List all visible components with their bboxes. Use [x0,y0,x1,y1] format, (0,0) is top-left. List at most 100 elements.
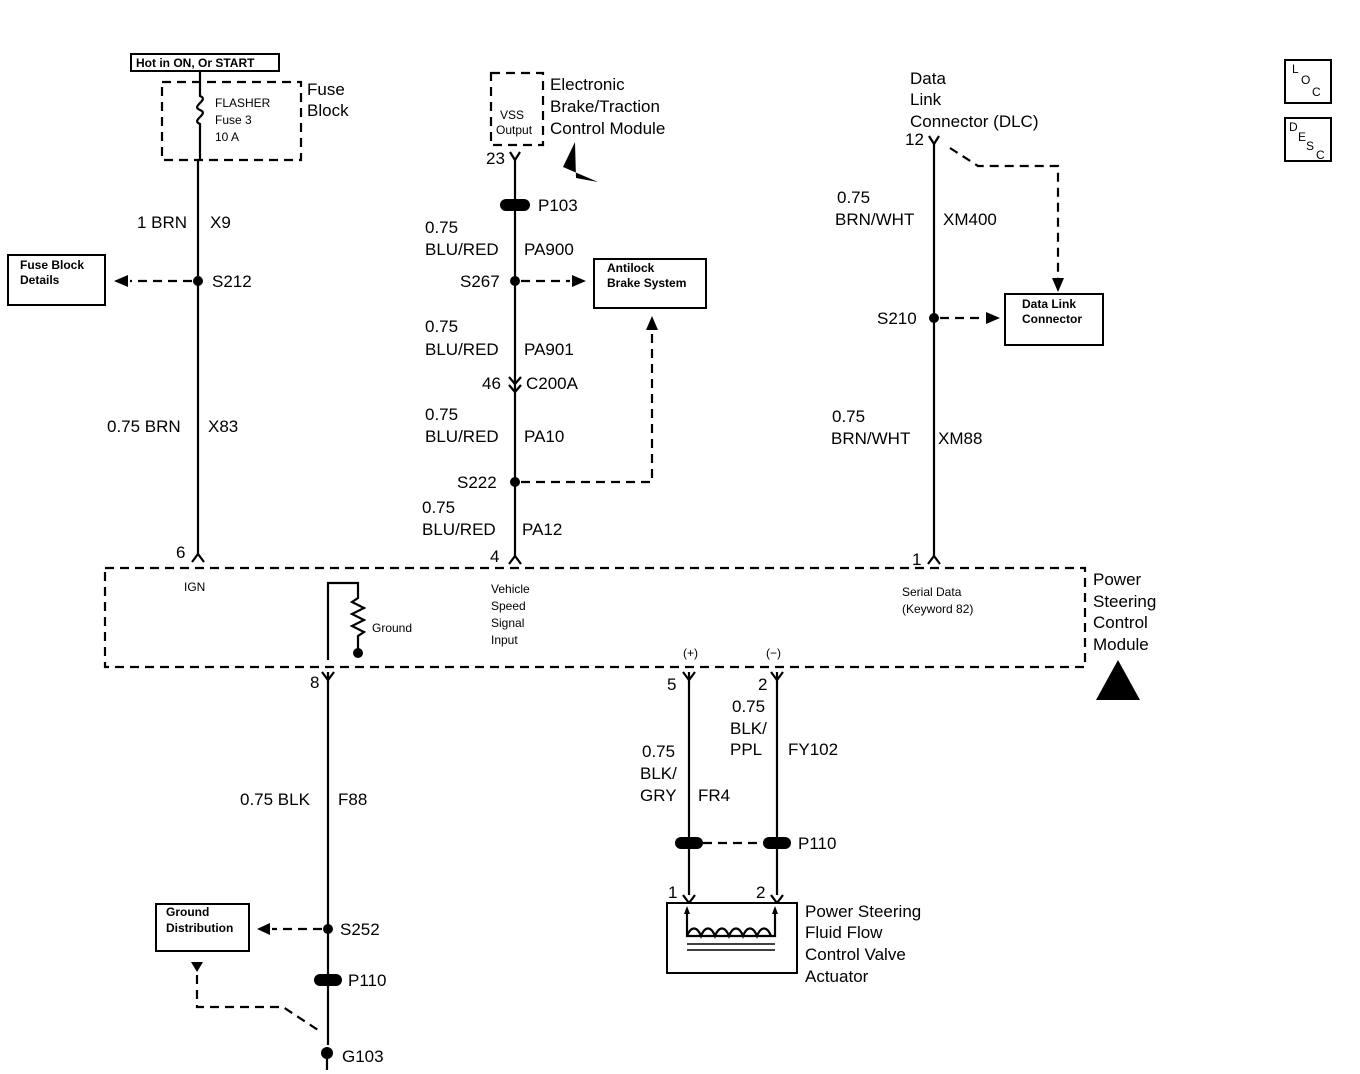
wire-x9-color: 1 BRN [137,213,187,232]
actuator-pin1: 1 [668,883,677,902]
abs-2: Brake System [607,276,686,290]
pscm-vss-4: Input [491,633,518,647]
wire-pa901-color: BLU/RED [425,340,499,359]
wire-pa12-circuit: PA12 [522,520,562,539]
wire-fr4-gauge: 0.75 [642,742,675,761]
connector-p103-icon [500,199,530,211]
arrow-icon [772,906,778,914]
ebtcm-title-2: Brake/Traction [550,97,660,116]
fuse-name: FLASHER [215,96,271,110]
wire-pa900-color: BLU/RED [425,240,499,259]
internal-ground-resistor [326,581,367,660]
pscm-plus: (+) [683,646,698,660]
actuator-title-1: Power Steering [805,902,921,921]
dlc-box-1: Data Link [1022,297,1076,311]
svg-text:C: C [1316,148,1325,162]
connector-g103: G103 [342,1047,384,1066]
wire-f88-color: 0.75 BLK [240,790,311,809]
pscm-pin-ign: 6 [176,543,185,562]
ebtcm-title-1: Electronic [550,75,625,94]
wire-xm400-circuit: XM400 [943,210,997,229]
abs-box [593,258,707,309]
pscm-vss-2: Speed [491,599,526,613]
wire-pa900-circuit: PA900 [524,240,574,259]
wire-pa900-gauge: 0.75 [425,218,458,237]
c200a-pin: 46 [482,374,501,393]
splice-s210: S210 [877,309,917,328]
fuse-block-title-2: Block [307,101,349,120]
fuse-number: Fuse 3 [215,113,252,127]
ground-icon [321,1047,333,1059]
actuator-pin2: 2 [756,883,765,902]
connector-p110-a: P110 [348,971,386,990]
wire-x9-circuit: X9 [210,213,231,232]
loc-icon[interactable]: L O C [1284,59,1332,104]
fuse-symbol [196,72,204,160]
fuse-block: Hot in ON, Or START FLASHER Fuse 3 10 A … [130,53,349,162]
arrow-icon [114,275,128,287]
arrow-icon [684,906,690,914]
arrow-icon [986,312,1000,324]
pscm-serial-1: Serial Data [902,585,962,599]
connector-pin-icon [191,552,205,563]
fuse-block-details-box [7,254,106,306]
wire-fy102-color2: PPL [730,740,762,759]
wire-xm88-circuit: XM88 [938,429,982,448]
wire-xm400-color: BRN/WHT [835,210,914,229]
connector-p110-icon [763,837,791,849]
wire-x83-circuit: X83 [208,417,238,436]
svg-text:S: S [1306,139,1314,153]
splice-s222: S222 [457,473,497,492]
wire-fr4-color1: BLK/ [640,764,677,783]
fuse-rating: 10 A [215,130,239,144]
wire-fy102-gauge: 0.75 [732,697,765,716]
splice-s252: S252 [340,920,380,939]
abs-1: Antilock [607,261,655,275]
gnd-box-1: Ground [166,905,209,919]
actuator-title-2: Fluid Flow [805,923,883,942]
wire-pa10-color: BLU/RED [425,427,499,446]
pscm: IGN Vehicle Speed Signal Input Serial Da… [103,566,1156,700]
wire-fr4-circuit: FR4 [698,786,730,805]
svg-text:L: L [1292,62,1299,76]
hot-label: Hot in ON, Or START [136,56,255,70]
connector-p110-b: P110 [798,834,836,853]
ebtcm-title-3: Control Module [550,119,665,138]
arrow-icon [257,923,270,935]
pscm-pin-vss: 4 [490,547,499,566]
fuse-details-2: Details [20,273,60,287]
svg-text:C: C [1312,85,1321,99]
pscm-title-2: Steering [1093,592,1156,611]
ebtcm-output-2: Output [496,123,533,137]
wire-fy102-color1: BLK/ [730,719,767,738]
dlc-title-2: Link [910,90,942,109]
pscm-serial-2: (Keyword 82) [902,602,973,616]
esd-warning-icon [1096,660,1140,700]
wire-pa901-circuit: PA901 [524,340,574,359]
actuator-title-3: Control Valve [805,945,906,964]
fuse-details-1: Fuse Block [20,258,84,272]
pscm-minus: (−) [766,646,781,660]
arrow-icon [572,275,586,287]
fuse-block-title-1: Fuse [307,80,345,99]
svg-text:O: O [1301,73,1310,87]
actuator-title-4: Actuator [805,967,869,986]
ebtcm-output-1: VSS [500,108,524,122]
esd-warning-icon [563,142,598,182]
ebtcm-pin: 23 [486,149,505,168]
splice-s212: S212 [212,272,252,291]
pscm-title-4: Module [1093,635,1149,654]
wire-fr4-color2: GRY [640,786,677,805]
pscm-title-3: Control [1093,613,1148,632]
dlc-box [1004,293,1104,346]
dlc-title-1: Data [910,69,946,88]
ground-icon [353,648,363,658]
dlc-title-3: Connector (DLC) [910,112,1039,131]
connector-c200a-icon [508,376,522,394]
desc-icon[interactable]: D E S C [1284,117,1332,162]
connector-p110-icon [314,974,342,986]
ebtcm: VSS Output Electronic Brake/Traction Con… [486,71,665,182]
wire-fy102-circuit: FY102 [788,740,838,759]
pscm-pin-minus: 2 [758,675,767,694]
arrow-icon [1052,278,1064,292]
